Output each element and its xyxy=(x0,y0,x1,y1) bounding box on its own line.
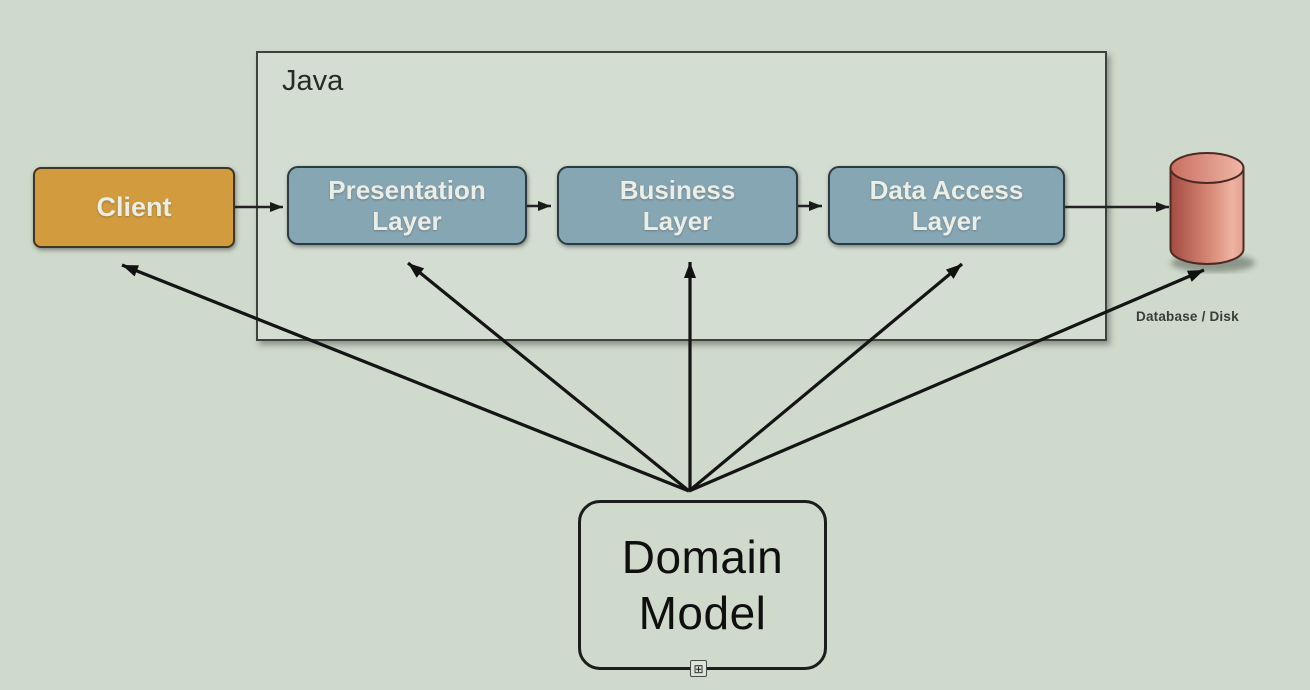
presentation-layer-node: Presentation Layer xyxy=(287,166,527,245)
client-node-label: Client xyxy=(96,192,172,222)
client-node: Client xyxy=(33,167,235,248)
business-layer-node: Business Layer xyxy=(557,166,798,245)
collapse-handle-icon xyxy=(690,660,707,677)
database-disk-label: Database / Disk xyxy=(1136,309,1239,324)
presentation-layer-label: Presentation Layer xyxy=(328,174,486,236)
database-cylinder-icon xyxy=(1169,152,1255,272)
data-access-layer-label: Data Access Layer xyxy=(869,174,1024,236)
domain-model-label: Domain Model xyxy=(621,531,784,639)
java-group-label: Java xyxy=(282,65,344,97)
business-layer-label: Business Layer xyxy=(619,174,736,236)
domain-model-node: Domain Model xyxy=(578,500,827,670)
data-access-layer-node: Data Access Layer xyxy=(828,166,1065,245)
